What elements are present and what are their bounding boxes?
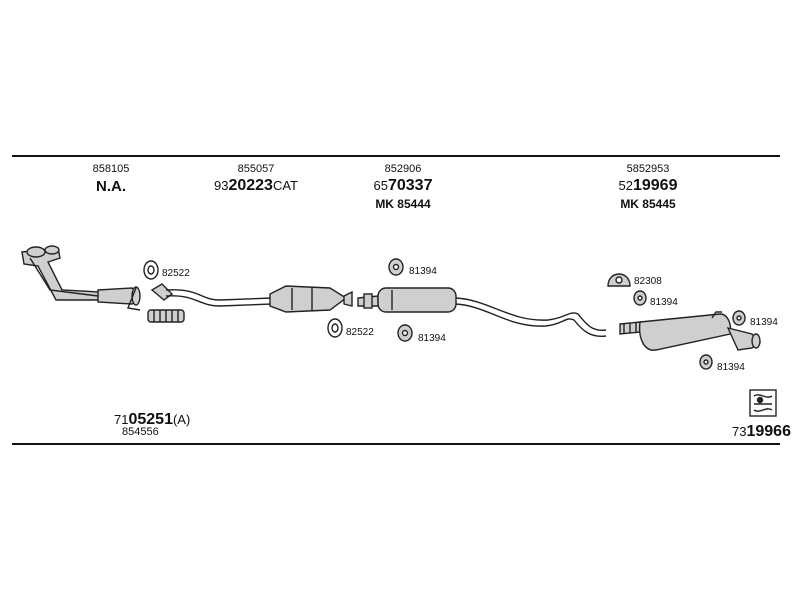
kit-code: 6570337 <box>373 177 433 194</box>
rubber-hanger-icon[interactable] <box>397 324 413 342</box>
kit-code: 5219969 <box>618 177 678 194</box>
label-group-rear-silencer: 5852953 5219969 MK 85445 <box>619 163 678 211</box>
top-rule <box>12 155 780 157</box>
mounting-kit-label: MK 85445 <box>620 197 676 211</box>
part-number: 855057 <box>237 163 275 175</box>
label-group-manifold: 858105 N.A. <box>93 163 130 195</box>
part-label: 81394 <box>750 317 778 328</box>
kit-code: 7105251(A) <box>114 411 191 428</box>
bottom-left-kit: 7105251(A) <box>114 412 190 428</box>
rubber-hanger-icon[interactable] <box>633 290 647 306</box>
part-label: 82308 <box>634 276 662 287</box>
part-label: 82522 <box>162 268 190 279</box>
part-label: 81394 <box>409 266 437 277</box>
mounting-kit-label: MK 85444 <box>375 197 431 211</box>
gasket-ring-icon[interactable] <box>143 260 159 280</box>
kit-sub-number: 854556 <box>122 426 159 438</box>
rear-silencer-part[interactable] <box>619 311 762 351</box>
catalytic-converter-part[interactable] <box>150 283 353 313</box>
flex-pipe-part[interactable] <box>147 309 185 323</box>
part-number: 858105 <box>92 163 130 175</box>
part-number: 852906 <box>384 163 422 175</box>
front-pipe-part[interactable] <box>21 245 141 311</box>
fitting-instructions-icon[interactable] <box>749 389 777 417</box>
not-available-label: N.A. <box>96 178 126 195</box>
middle-silencer-part[interactable] <box>357 287 607 337</box>
part-label: 82522 <box>346 327 374 338</box>
rubber-hanger-icon[interactable] <box>388 258 404 276</box>
bottom-rule <box>12 443 780 445</box>
clamp-icon[interactable] <box>607 273 631 287</box>
rubber-hanger-icon[interactable] <box>699 354 713 370</box>
label-group-catalyst: 855057 9320223CAT <box>214 163 298 195</box>
kit-code: 9320223CAT <box>213 177 299 194</box>
part-number: 5852953 <box>626 163 670 175</box>
rubber-hanger-icon[interactable] <box>732 310 746 326</box>
kit-code: 7319966 <box>732 423 791 440</box>
bottom-right-kit: 7319966 <box>732 424 791 440</box>
label-group-middle-silencer: 852906 6570337 MK 85444 <box>374 163 433 211</box>
part-label: 81394 <box>650 297 678 308</box>
gasket-ring-icon[interactable] <box>327 318 343 338</box>
part-label: 81394 <box>717 362 745 373</box>
part-label: 81394 <box>418 333 446 344</box>
